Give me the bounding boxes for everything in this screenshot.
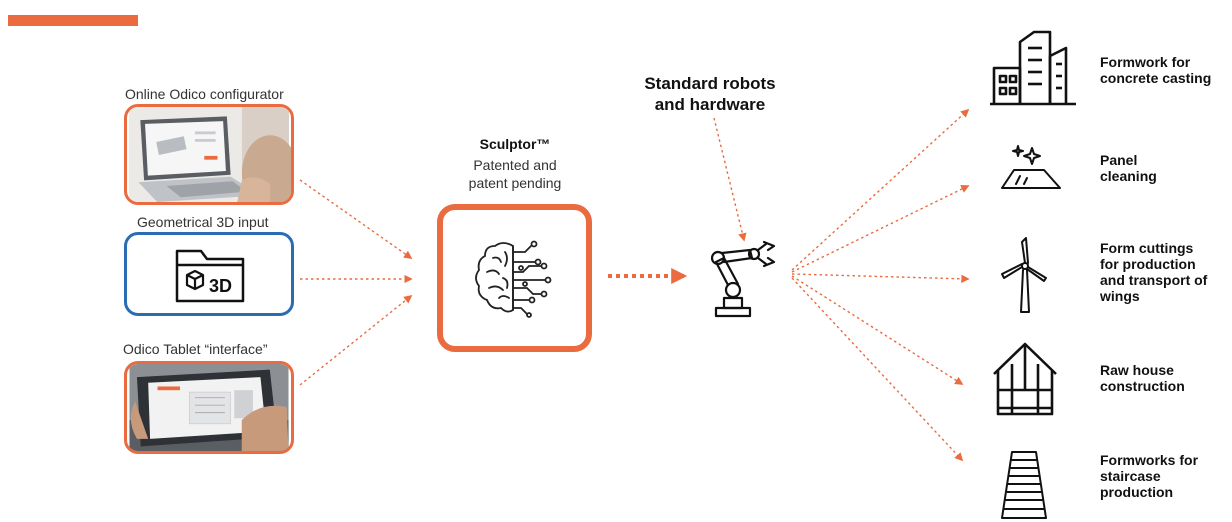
sculptor-subtitle-2: patent pending	[468, 175, 562, 191]
sparkle-panel-icon	[1001, 145, 1061, 189]
accent-bar	[8, 15, 138, 26]
arrow-out-1	[791, 108, 970, 271]
input-label-tablet: Odico Tablet “interface”	[123, 341, 268, 357]
robots-title-2: and hardware	[654, 95, 766, 114]
sculptor-subtitle-1: Patented and	[473, 157, 557, 173]
arrow-tablet	[299, 294, 413, 386]
tablet-photo	[124, 361, 294, 454]
wind-turbine-icon	[1001, 237, 1047, 313]
output-label-staircase: Formworks for staircase production	[1100, 452, 1199, 500]
output-label-formwork: Formwork for concrete casting	[1100, 54, 1212, 86]
staircase-icon	[1001, 451, 1047, 519]
input-label-3d: Geometrical 3D input	[137, 214, 269, 230]
robots-title-1: Standard robots	[644, 74, 776, 93]
laptop-icon	[129, 107, 291, 202]
arrow-robots	[713, 117, 747, 242]
buildings-icon	[990, 30, 1076, 106]
arrow-configurator	[299, 179, 413, 259]
laptop-photo	[124, 104, 294, 205]
brain-circuit-icon	[475, 240, 552, 318]
3d-badge: 3D	[209, 276, 233, 296]
arrow-out-5	[791, 277, 964, 462]
arrow-out-2	[791, 185, 970, 273]
tablet-icon	[129, 364, 289, 451]
folder-3d-icon	[175, 249, 245, 303]
robot-arm-icon	[710, 240, 776, 318]
output-label-wings: Form cuttings for production and transpo…	[1100, 240, 1208, 304]
sculptor-box	[437, 204, 592, 352]
folder-3d-card: 3D	[124, 232, 294, 316]
arrow-out-4	[791, 275, 964, 385]
output-label-panel: Panel cleaning	[1100, 152, 1157, 184]
output-label-house: Raw house construction	[1100, 362, 1185, 394]
input-label-configurator: Online Odico configurator	[125, 86, 284, 102]
house-frame-icon	[993, 342, 1057, 416]
sculptor-title: Sculptor™	[479, 136, 551, 152]
arrow-out-3	[791, 273, 970, 284]
